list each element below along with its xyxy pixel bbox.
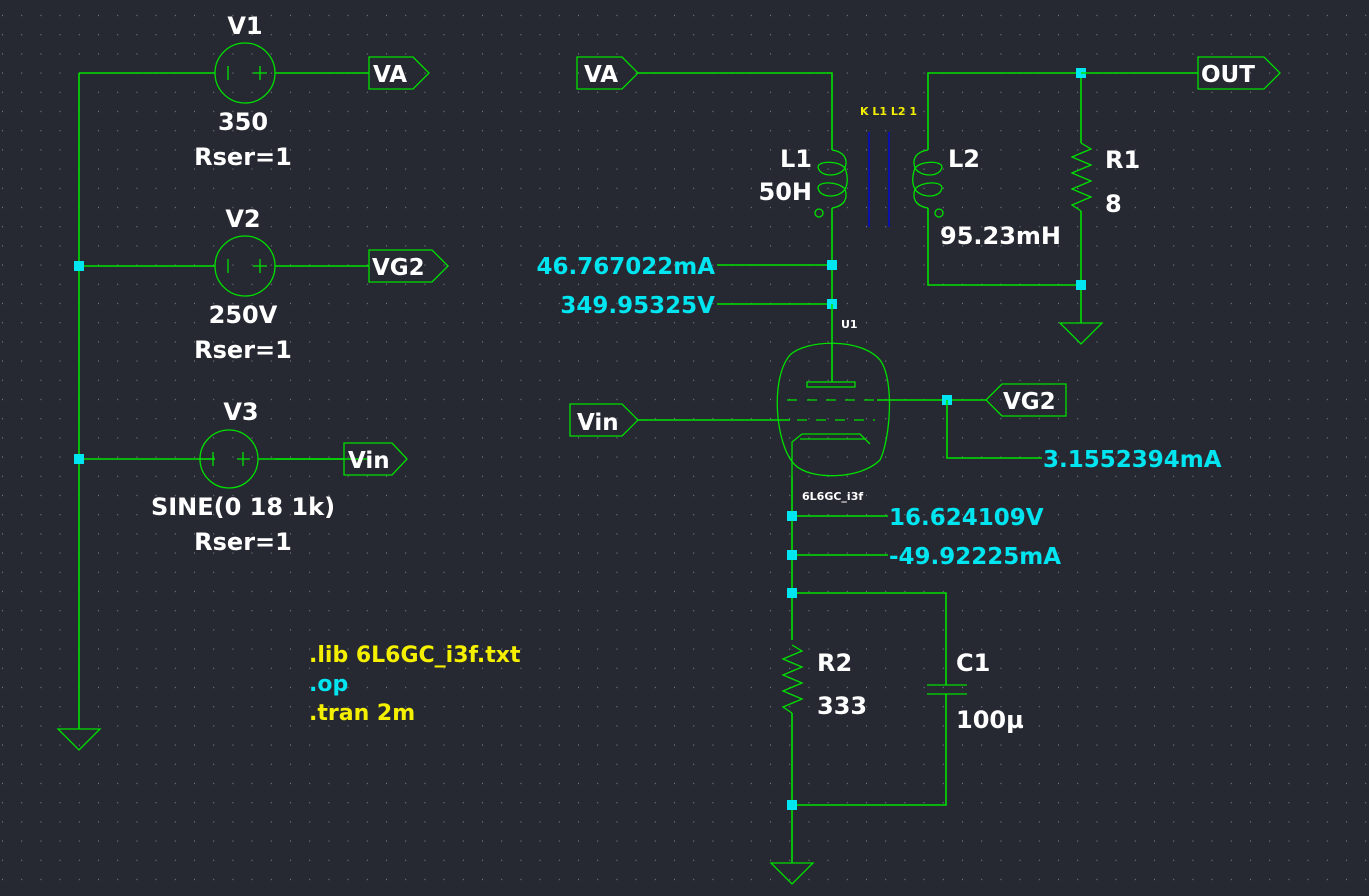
plate-current-readout: 46.767022mA (536, 254, 715, 280)
c1-value: 100µ (956, 706, 1024, 734)
svg-text:VA: VA (584, 62, 618, 88)
junction-node (787, 588, 797, 598)
u1-model: 6L6GC_i3f (802, 490, 863, 503)
coupling-directive[interactable]: K L1 L2 1 (860, 105, 917, 118)
junction-node (787, 800, 797, 810)
svg-text:VG2: VG2 (1003, 389, 1056, 415)
l1-value: 50H (759, 178, 812, 206)
tube-u1-6l6gc[interactable]: U1 6L6GC_i3f (776, 304, 891, 503)
v2-param: Rser=1 (194, 336, 292, 364)
cathode-voltage-readout: 16.624109V (889, 505, 1044, 531)
inductor-l1[interactable]: L1 50H (759, 145, 848, 303)
v3-value: SINE(0 18 1k) (151, 493, 335, 521)
svg-text:OUT: OUT (1201, 62, 1255, 88)
ground-symbol[interactable] (769, 862, 815, 885)
l2-value: 95.23mH (940, 222, 1061, 250)
v1-value: 350 (218, 108, 268, 136)
v3-param: Rser=1 (194, 528, 292, 556)
svg-text:Vin: Vin (348, 448, 390, 474)
r1-name: R1 (1105, 146, 1140, 174)
inductor-l2[interactable]: L2 95.23mH (912, 72, 1081, 286)
c1-name: C1 (956, 649, 990, 677)
ground-bus-wires[interactable] (78, 72, 369, 729)
voltage-source-v2[interactable]: V2 250V Rser=1 (194, 205, 292, 364)
v2-name: V2 (225, 205, 260, 233)
svg-text:VA: VA (373, 62, 407, 88)
capacitor-c1[interactable]: C1 100µ (792, 649, 1024, 806)
v2-value: 250V (209, 301, 278, 329)
l1-name: L1 (780, 145, 812, 173)
u1-name: U1 (841, 318, 858, 331)
voltage-source-v1[interactable]: V1 350 Rser=1 (194, 12, 292, 171)
resistor-r2[interactable]: R2 333 (781, 644, 867, 863)
junction-node (787, 550, 797, 560)
net-label-vg2-screen[interactable]: VG2 (985, 383, 1067, 417)
net-label-va-left[interactable]: VA (368, 56, 430, 90)
svg-text:Vin: Vin (577, 410, 619, 436)
screen-current-readout: 3.1552394mA (1043, 447, 1222, 473)
l2-name: L2 (948, 145, 980, 173)
net-label-vg2-left[interactable]: VG2 (368, 249, 449, 283)
directive-tran[interactable]: .tran 2m (309, 701, 415, 726)
cathode-current-readout: -49.92225mA (889, 544, 1061, 570)
r1-value: 8 (1105, 190, 1122, 218)
plate-voltage-readout: 349.95325V (560, 293, 715, 319)
directive-lib[interactable]: .lib 6L6GC_i3f.txt (309, 643, 521, 668)
svg-text:VG2: VG2 (372, 255, 425, 281)
transformer-core[interactable] (868, 132, 890, 227)
junction-node (74, 261, 84, 271)
voltage-source-v3[interactable]: V3 SINE(0 18 1k) Rser=1 (151, 398, 335, 556)
ground-symbol[interactable] (56, 728, 102, 751)
ground-symbol[interactable] (1058, 322, 1104, 345)
junction-node (74, 454, 84, 464)
v3-name: V3 (223, 398, 258, 426)
v1-name: V1 (227, 12, 262, 40)
wire-va-l1[interactable] (638, 72, 833, 150)
r2-value: 333 (817, 692, 867, 720)
net-label-va-plate[interactable]: VA (576, 56, 639, 90)
resistor-r1[interactable]: R1 8 (1070, 73, 1140, 323)
junction-node (787, 511, 797, 521)
v1-param: Rser=1 (194, 143, 292, 171)
net-label-vin-grid[interactable]: Vin (569, 403, 639, 437)
junction-node (1076, 280, 1086, 290)
r2-name: R2 (817, 649, 852, 677)
net-label-out[interactable]: OUT (1197, 56, 1281, 90)
net-label-vin-left[interactable]: Vin (343, 442, 408, 476)
junction-node (827, 260, 837, 270)
directive-op[interactable]: .op (309, 672, 348, 697)
